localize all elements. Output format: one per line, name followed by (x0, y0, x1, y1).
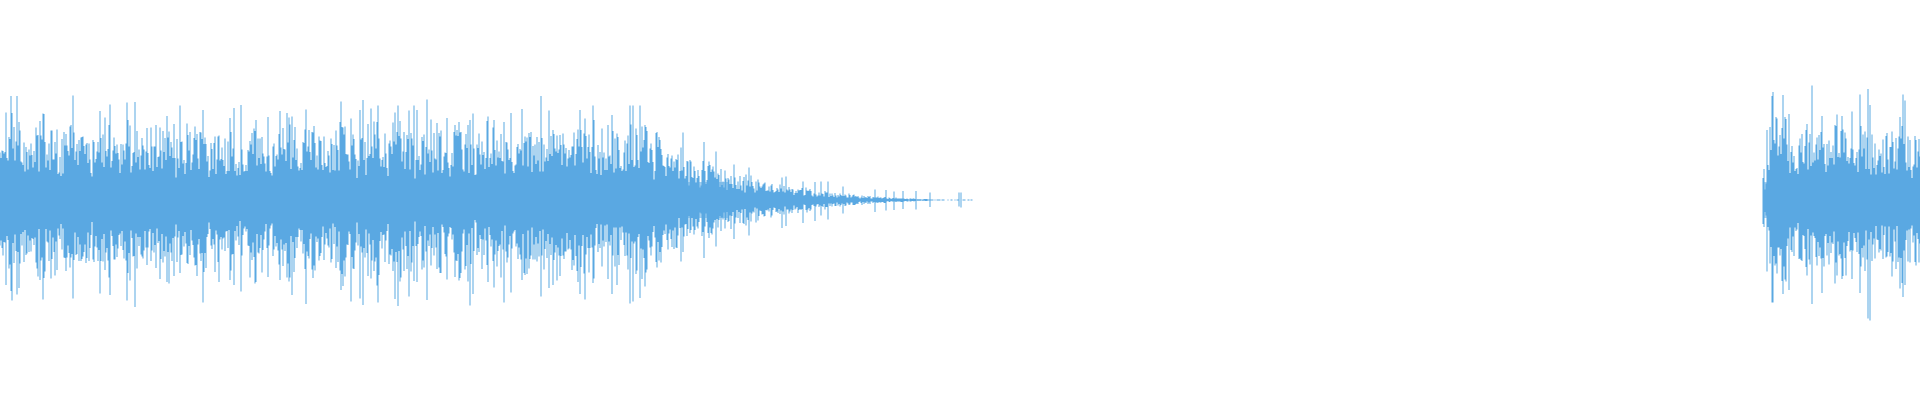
waveform-clip-2[interactable] (1762, 85, 1920, 321)
clip-1-samples (0, 95, 973, 307)
waveform-clip-1[interactable] (0, 95, 973, 307)
clip-2-samples (1762, 85, 1920, 321)
